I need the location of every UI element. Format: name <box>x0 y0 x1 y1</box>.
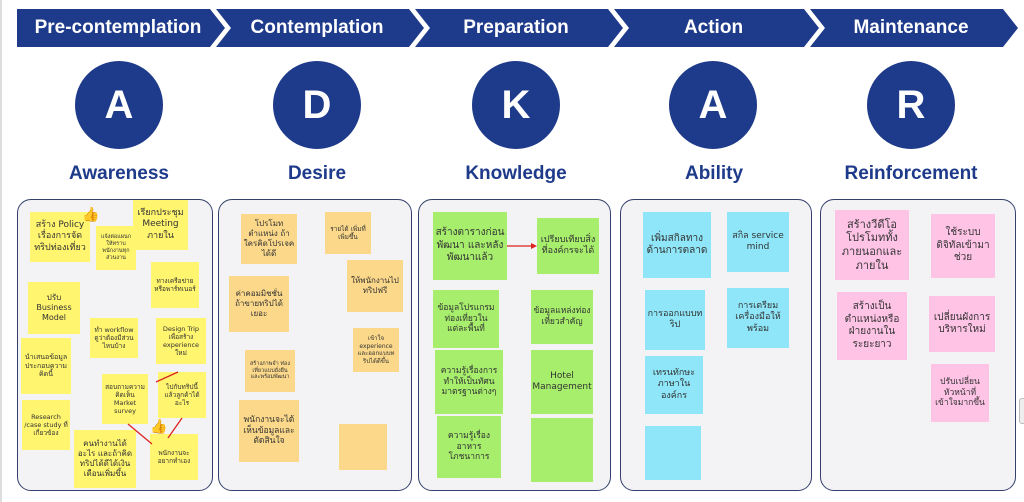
sticky-note: เทรนทักษะภาษาในองค์กร <box>645 356 703 414</box>
thumbs-up-icon: 👍 <box>150 418 168 434</box>
ability-panel: เพิ่มสกิลทางด้านการตลาด สกิล service min… <box>620 199 812 491</box>
thumbs-up-icon: 👍 <box>82 206 100 222</box>
phase-arrow-contemplation: Contemplation <box>216 9 424 47</box>
stage-title-desire: Desire <box>287 163 347 184</box>
phase-arrow-maintenance: Maintenance <box>810 9 1018 47</box>
letter-circle-a: A <box>75 61 163 149</box>
sticky-note: ใช้ระบบดิจิทัลเข้ามาช่วย <box>931 214 995 278</box>
phase-label: Contemplation <box>250 17 384 38</box>
sticky-note: เพิ่มสกิลทางด้านการตลาด <box>643 212 711 278</box>
sticky-note: สร้างตารางก่อนพัฒนา และหลังพัฒนาแล้ว <box>433 212 507 280</box>
phase-arrow-precontemplation: Pre-contemplation <box>17 9 225 47</box>
sticky-note: ไปกับทริปนี้ แล้วลูกค้าได้อะไร <box>158 372 206 418</box>
phase-label: Preparation <box>463 17 569 38</box>
sticky-note <box>645 426 701 480</box>
phase-label: Action <box>683 17 744 38</box>
awareness-panel: สร้าง Policy เรื่องการจัดทริปท่องเที่ยว … <box>17 199 213 491</box>
sticky-note: สร้างเป็นตำแหน่งหรือฝ่ายงานในระยะยาว <box>837 292 907 360</box>
sticky-note: ปรับเปลี่ยนหัวหน้าที่เข้าใจมากขึ้น <box>931 364 989 422</box>
letter-circle-a: A <box>669 61 757 149</box>
connector-arrows <box>507 243 537 249</box>
sticky-note: เรียกประชุม Meeting ภายใน <box>133 200 188 250</box>
knowledge-panel: สร้างตารางก่อนพัฒนา และหลังพัฒนาแล้ว เปร… <box>418 199 611 491</box>
letter-circle-d: D <box>273 61 361 149</box>
sticky-note: เปลี่ยนผังการบริหารใหม่ <box>929 296 995 352</box>
scrollbar[interactable] <box>1019 398 1024 424</box>
sticky-note: ทางเครือข่าย หรือพาร์ทเนอร์ <box>151 262 199 308</box>
sticky-note: ข้อมูลแหล่งท่องเที่ยวสำคัญ <box>531 290 593 344</box>
sticky-note: สร้างวีดีโอโปรโมททั้งภายนอกและภายใน <box>835 210 909 280</box>
sticky-note: ข้อมูลโปรแกรมท่องเที่ยวในแต่ละพื้นที่ <box>433 290 499 348</box>
sticky-note: รายได้ เพิ่มที่เพิ่มขึ้น <box>325 212 371 254</box>
sticky-note: Design Trip เพื่อสร้าง experience ใหม่ <box>156 318 206 364</box>
sticky-note: การเตรียมเครื่องมือให้พร้อม <box>727 288 789 348</box>
sticky-note: นำเสนอข้อมูล ประกอบความคิดนี้ <box>21 338 71 394</box>
sticky-note: ความรู้เรื่องการทำให้เป็นทัศนมาตรฐานต่าง… <box>435 350 503 414</box>
sticky-note: เข้าใจ experience และออกแบบทริปได้ดีขึ้น <box>353 328 399 372</box>
stage-title-knowledge: Knowledge <box>465 163 567 184</box>
phase-arrow-action: Action <box>614 9 819 47</box>
sticky-note: สอบถามความคิดเห็น Market survey <box>102 374 148 424</box>
sticky-note: แจ้งต่อแผนกให้ทราบ พนักงานทุกส่วนงาน <box>96 226 136 270</box>
sticky-note: สร้างภาพจำ ท่องเที่ยวแบบยั่งยืน และพร้อม… <box>245 350 295 392</box>
phase-label: Maintenance <box>853 17 969 38</box>
sticky-note: พนักงานจะอยากทำเอง <box>150 434 198 480</box>
stage-title-ability: Ability <box>684 163 744 184</box>
sticky-note: ให้พนักงานไปทริปฟรี <box>347 260 403 312</box>
sticky-note: Hotel Management <box>531 350 593 414</box>
left-edge <box>0 0 2 502</box>
sticky-note: คนทำงานได้อะไร และถ้าคิดทริปได้ดีได้เงิน… <box>74 430 136 488</box>
stage-title-reinforcement: Reinforcement <box>844 163 978 184</box>
letter-circle-r: R <box>867 61 955 149</box>
sticky-note: Research /case study ที่เกี่ยวข้อง <box>22 400 70 450</box>
phase-arrow-preparation: Preparation <box>415 9 623 47</box>
sticky-note: ปรับ Business Model <box>28 282 80 334</box>
sticky-note: การออกแบบทริป <box>645 290 705 350</box>
sticky-note: สร้าง Policy เรื่องการจัดทริปท่องเที่ยว <box>30 212 90 262</box>
sticky-note: ความรู้เรื่องอาหาร โภชนาการ <box>437 416 501 478</box>
sticky-note <box>339 424 387 470</box>
letter-circle-k: K <box>472 61 560 149</box>
sticky-note: พนักงานจะได้เห็นข้อมูลและตัดสินใจ <box>239 400 299 462</box>
phase-label: Pre-contemplation <box>34 17 202 38</box>
reinforcement-panel: สร้างวีดีโอโปรโมททั้งภายนอกและภายใน ใช้ร… <box>820 199 1016 491</box>
sticky-note <box>531 418 593 482</box>
connector-arrows <box>127 371 183 445</box>
sticky-note: ค่าคอมมิชชั่นถ้าขายทริปได้เยอะ <box>229 276 289 332</box>
sticky-note: เปรียบเทียบสิ่งที่องค์กรจะได้ <box>537 218 599 274</box>
stage-title-awareness: Awareness <box>69 163 169 184</box>
sticky-note: ทำ workflow ดูว่าต้องมีส่วนไหนบ้าง <box>90 318 138 358</box>
sticky-note: โปรโมทตำแหน่ง ถ้าใครคิดโปรเจคได้ดี <box>241 214 297 264</box>
sticky-note: สกิล service mind <box>727 212 789 272</box>
desire-panel: โปรโมทตำแหน่ง ถ้าใครคิดโปรเจคได้ดี รายได… <box>218 199 412 491</box>
